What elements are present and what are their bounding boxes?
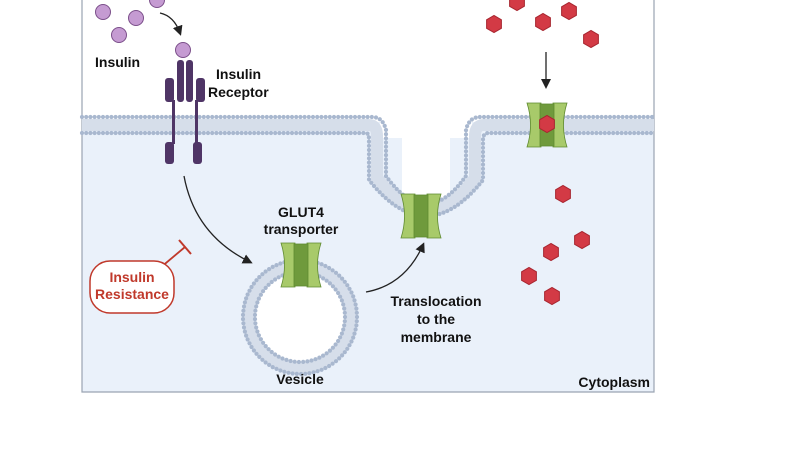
glut4-label: GLUT4 <box>278 204 324 220</box>
insulin-resistance-label: Insulin <box>109 269 154 285</box>
glucose-molecules <box>486 0 599 306</box>
translocation-label: Translocation <box>390 293 481 309</box>
vesicle-label: Vesicle <box>276 371 324 387</box>
receptor-label: Receptor <box>208 84 269 100</box>
insulin-label: Insulin <box>95 54 140 70</box>
insulin-molecules <box>95 0 191 58</box>
insulin-resistance-box <box>89 260 175 314</box>
signaling-arrow <box>183 175 253 264</box>
insulin-receptor-icon <box>165 60 205 164</box>
translocation-label: membrane <box>401 329 472 345</box>
translocation-arrow <box>365 242 425 293</box>
insulin-binding-arrow <box>159 12 183 36</box>
receptor-label: Insulin <box>216 66 261 82</box>
cytoplasm-label: Cytoplasm <box>578 374 650 390</box>
invagination-lumen <box>380 112 472 210</box>
glut4-label: transporter <box>264 221 339 237</box>
translocation-label: to the <box>417 311 455 327</box>
glut4-transporter-icon <box>280 242 322 288</box>
glut4-transporter-icon <box>400 193 442 239</box>
figure-frame <box>81 0 655 393</box>
insulin-resistance-label: Resistance <box>95 286 169 302</box>
